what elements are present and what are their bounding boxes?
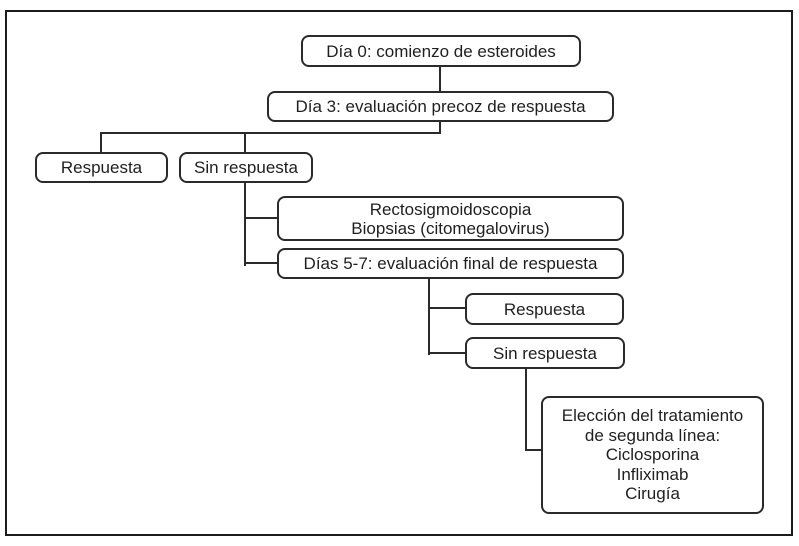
node-rectosigmoidoscopy-biopsies: Rectosigmoidoscopia Biopsias (citomegalo… bbox=[277, 196, 624, 241]
node-line: de segunda línea: bbox=[584, 425, 721, 445]
node-second-line-treatment: Elección del tratamiento de segunda líne… bbox=[541, 396, 764, 514]
node-day3-early-evaluation: Día 3: evaluación precoz de respuesta bbox=[267, 91, 614, 122]
figure-frame bbox=[5, 10, 793, 536]
edge-day5-7-stem bbox=[428, 278, 430, 355]
edge-no-response-early-stem bbox=[244, 182, 246, 266]
edge-day3-branch-stem bbox=[439, 121, 441, 133]
node-response-final: Respuesta bbox=[465, 293, 624, 325]
edge-day3-branch-bar bbox=[100, 132, 441, 134]
edge-to-second-line-treatment bbox=[526, 449, 542, 451]
node-no-response-final: Sin respuesta bbox=[465, 337, 625, 369]
node-label: Respuesta bbox=[503, 299, 586, 319]
node-label: Respuesta bbox=[60, 158, 143, 177]
edge-branch-no-response-early bbox=[244, 132, 246, 153]
edge-to-response-final bbox=[429, 307, 466, 309]
node-label: Días 5-7: evaluación final de respuesta bbox=[303, 254, 598, 273]
node-label: Sin respuesta bbox=[194, 158, 298, 177]
node-label: Día 3: evaluación precoz de respuesta bbox=[295, 97, 586, 116]
node-line: Rectosigmoidoscopia bbox=[369, 199, 532, 219]
node-label: Día 0: comienzo de esteroides bbox=[326, 41, 556, 61]
node-line: Cirugía bbox=[625, 484, 680, 504]
node-line: Elección del tratamiento bbox=[561, 406, 744, 426]
node-line: Biopsias (citomegalovirus) bbox=[351, 218, 550, 238]
edge-day0-day3 bbox=[439, 66, 441, 92]
edge-to-rectosigmoidoscopy bbox=[245, 217, 278, 219]
edge-to-no-response-final bbox=[429, 352, 466, 354]
node-line: Infliximab bbox=[616, 464, 689, 484]
node-label: Sin respuesta bbox=[493, 343, 597, 363]
node-response-early: Respuesta bbox=[35, 152, 168, 183]
node-day0-steroids-start: Día 0: comienzo de esteroides bbox=[301, 35, 581, 67]
node-day5-7-final-evaluation: Días 5-7: evaluación final de respuesta bbox=[277, 248, 624, 279]
node-line: Ciclosporina bbox=[605, 445, 700, 465]
edge-branch-response-early bbox=[100, 132, 102, 153]
edge-to-day5-7 bbox=[245, 262, 278, 264]
node-no-response-early: Sin respuesta bbox=[179, 152, 313, 183]
edge-no-response-final-stem bbox=[525, 368, 527, 451]
